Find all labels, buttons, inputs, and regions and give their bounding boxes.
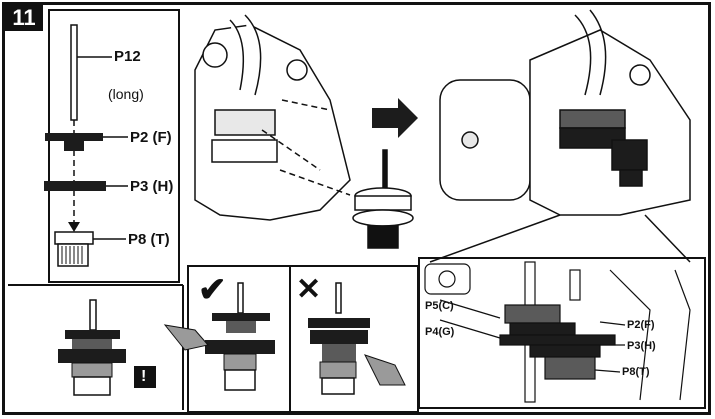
detail-label-p2: P2(F) xyxy=(627,319,655,331)
assembly-after xyxy=(429,9,691,263)
motor-p8 xyxy=(54,231,94,245)
shaft-p12 xyxy=(70,24,78,121)
correct-example xyxy=(163,282,275,391)
label-p3: P3 (H) xyxy=(130,178,174,195)
cross-mark-icon: ✕ xyxy=(296,273,322,306)
detail-label-p3: P3(H) xyxy=(627,340,656,352)
assembly-before xyxy=(194,14,414,249)
parts-exploded xyxy=(44,24,128,267)
direction-arrow xyxy=(372,98,418,138)
detail-inset-panel xyxy=(418,257,706,409)
panel-borders xyxy=(8,9,706,413)
caution-assembly xyxy=(58,299,156,396)
caution-icon xyxy=(134,366,156,388)
label-p2: P2 (F) xyxy=(130,129,172,146)
detail-label-p8: P8(T) xyxy=(622,366,650,378)
page-frame xyxy=(2,2,711,415)
gear-p3 xyxy=(44,181,106,191)
wrong-example xyxy=(308,282,406,395)
label-p8: P8 (T) xyxy=(128,231,170,248)
label-p12-note: (long) xyxy=(108,86,144,102)
check-mark-icon: ✔ xyxy=(198,271,227,309)
caution-glyph: ! xyxy=(141,368,147,385)
label-p12: P12 xyxy=(114,48,141,65)
detail-drawing xyxy=(424,261,691,403)
gear-p2 xyxy=(45,133,103,141)
parts-list-panel xyxy=(48,9,180,283)
step-number-badge: 11 xyxy=(5,5,43,31)
detail-label-p4: P4(G) xyxy=(425,326,455,338)
detail-label-p5: P5(C) xyxy=(425,300,454,312)
